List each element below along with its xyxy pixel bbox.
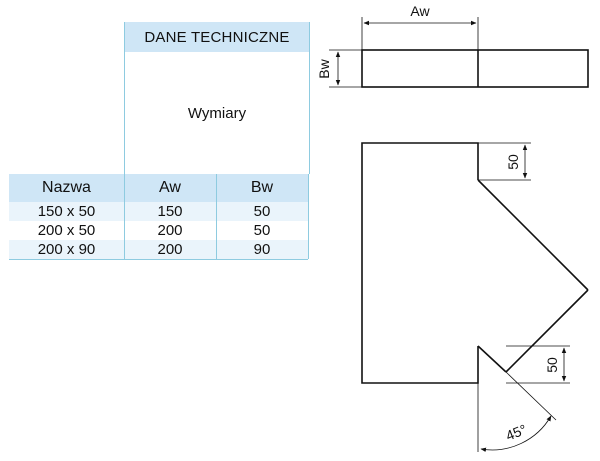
table-row-bg bbox=[9, 240, 308, 259]
table-subtitle: Wymiary bbox=[124, 52, 310, 174]
table-cell: 200 bbox=[157, 222, 183, 239]
dimension-lower-50 bbox=[506, 345, 570, 384]
dimension-label-lower: 50 bbox=[544, 357, 560, 373]
elbow-diagonal-lower bbox=[505, 289, 589, 373]
table-cell: 50 bbox=[253, 222, 271, 239]
table-cell: 150 bbox=[157, 203, 183, 220]
table-divider bbox=[308, 174, 309, 259]
table-divider bbox=[216, 174, 217, 259]
table-row-bg bbox=[9, 202, 308, 221]
front-view bbox=[361, 142, 589, 384]
column-header-bw: Bw bbox=[216, 174, 308, 202]
table-row-bg bbox=[9, 221, 308, 240]
angle-dimension bbox=[477, 371, 557, 453]
dimension-bw bbox=[329, 49, 362, 88]
dimension-upper-50 bbox=[478, 142, 531, 181]
table-cell: 90 bbox=[253, 241, 271, 258]
dimension-label-bw: Bw bbox=[316, 58, 332, 78]
table-divider bbox=[124, 174, 125, 259]
dimension-label-aw: Aw bbox=[410, 3, 430, 19]
elbow-outline bbox=[361, 142, 479, 384]
angle-label: 45° bbox=[503, 421, 529, 444]
dimension-label-upper: 50 bbox=[505, 154, 521, 170]
dimension-aw bbox=[361, 17, 479, 50]
table-cell: 200 x 50 bbox=[37, 222, 96, 239]
top-view bbox=[361, 49, 589, 88]
elbow-diagonal-upper bbox=[477, 179, 589, 291]
table-cell: 200 x 90 bbox=[37, 241, 96, 258]
table-cell: 50 bbox=[253, 203, 271, 220]
column-header-name: Nazwa bbox=[9, 174, 124, 202]
top-view-outline bbox=[361, 49, 589, 88]
table-divider bbox=[9, 259, 308, 260]
table-cell: 150 x 50 bbox=[37, 203, 96, 220]
elbow-inner-edge bbox=[477, 345, 507, 373]
table-cell: 200 bbox=[157, 241, 183, 258]
column-header-aw: Aw bbox=[124, 174, 216, 202]
table-title: DANE TECHNICZNE bbox=[124, 22, 310, 52]
